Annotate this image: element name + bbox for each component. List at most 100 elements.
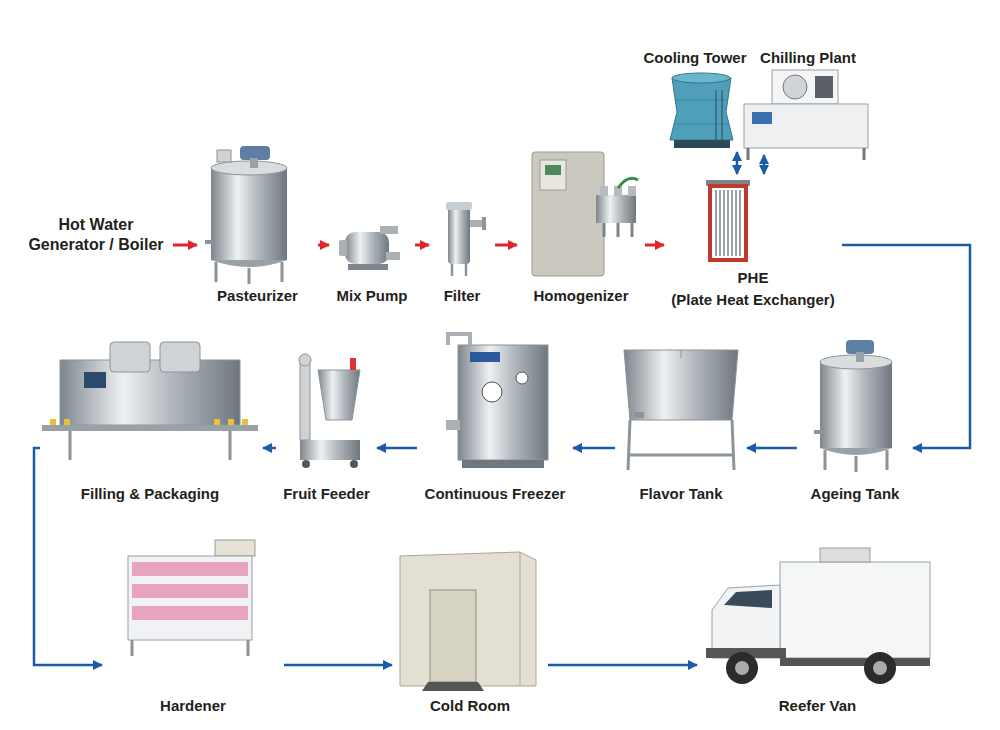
plate-heat-exchanger-drawing bbox=[710, 186, 746, 260]
pasteurizer-drawing bbox=[240, 146, 270, 160]
flow-arrow bbox=[645, 244, 664, 247]
continuous-freezer-drawing bbox=[482, 382, 502, 402]
pasteurizer-drawing bbox=[205, 240, 213, 244]
hardener-drawing bbox=[132, 584, 248, 598]
filling-machine-drawing bbox=[160, 342, 200, 372]
continuous-freezer-drawing bbox=[458, 345, 548, 460]
equipment-node: PHE(Plate Heat Exchanger) bbox=[667, 176, 839, 312]
equipment-node: Reefer Van bbox=[700, 540, 935, 718]
filter-drawing bbox=[452, 264, 466, 276]
mix-pump-drawing bbox=[345, 232, 389, 264]
homogenizer-drawing bbox=[532, 152, 604, 276]
fruit-feeder-drawing bbox=[300, 362, 310, 440]
reefer-van-drawing bbox=[735, 661, 749, 675]
flow-arrow bbox=[736, 152, 739, 174]
fruit-feeder-drawing bbox=[350, 358, 356, 370]
cooling-tower-drawing bbox=[672, 73, 730, 83]
reefer-van-drawing bbox=[820, 548, 870, 562]
cooling-tower-drawing bbox=[670, 73, 733, 148]
equipment-label: Flavor Tank bbox=[639, 485, 722, 503]
filling-machine-drawing bbox=[84, 372, 106, 388]
chilling-plant-drawing bbox=[744, 70, 868, 160]
ageing-tank-drawing bbox=[846, 340, 874, 354]
equipment-label: Reefer Van bbox=[779, 697, 857, 715]
equipment-node: Ageing Tank bbox=[800, 335, 910, 506]
flow-arrow bbox=[263, 447, 276, 450]
flow-arrow bbox=[842, 245, 970, 448]
fruit-feeder-drawing bbox=[318, 370, 360, 420]
reefer-van-drawing bbox=[726, 652, 758, 684]
filling-machine-drawing bbox=[42, 342, 258, 460]
cooling-tower-drawing bbox=[670, 78, 733, 140]
ageing-tank-drawing bbox=[814, 430, 822, 434]
chilling-plant-drawing bbox=[752, 112, 772, 124]
flow-arrow bbox=[573, 447, 615, 450]
cooling-tower-drawing bbox=[674, 140, 730, 148]
reefer-van-drawing bbox=[712, 585, 780, 658]
equipment-label: Chilling Plant bbox=[760, 49, 856, 67]
reefer-van-drawing bbox=[780, 658, 930, 666]
fruit-feeder-drawing bbox=[300, 440, 360, 460]
cold-room-drawing bbox=[400, 552, 536, 686]
equipment-node: Cooling Tower bbox=[639, 46, 751, 150]
hardener-drawing bbox=[132, 606, 248, 620]
mix-pump-drawing bbox=[380, 226, 398, 234]
ageing-tank-drawing bbox=[814, 340, 892, 472]
homogenizer-drawing bbox=[628, 186, 636, 196]
reefer-van-drawing bbox=[873, 661, 887, 675]
filling-machine-drawing bbox=[70, 431, 230, 460]
equipment-node: Cold Room bbox=[395, 545, 545, 718]
mix-pump-drawing bbox=[348, 264, 388, 270]
hardener-drawing bbox=[215, 540, 255, 556]
pasteurizer-drawing bbox=[211, 161, 287, 175]
flow-arrow bbox=[34, 448, 102, 665]
filter-drawing bbox=[446, 202, 472, 210]
equipment-label: Fruit Feeder bbox=[283, 485, 370, 503]
flow-arrow bbox=[284, 664, 392, 667]
chilling-plant-drawing bbox=[772, 70, 838, 104]
pasteurizer-drawing bbox=[217, 150, 231, 162]
equipment-label: Homogenizer bbox=[533, 287, 628, 305]
pasteurizer-drawing bbox=[211, 260, 287, 267]
equipment-node: Homogenizer bbox=[520, 135, 642, 308]
flavor-tank-drawing bbox=[624, 350, 738, 470]
homogenizer-drawing bbox=[604, 223, 632, 237]
equipment-label: Ageing Tank bbox=[811, 485, 900, 503]
cold-room-drawing bbox=[422, 682, 484, 691]
fruit-feeder-drawing bbox=[302, 460, 310, 468]
hardener-drawing bbox=[132, 640, 248, 656]
homogenizer-drawing bbox=[545, 165, 561, 175]
reefer-van-drawing bbox=[864, 652, 896, 684]
equipment-node: Filling & Packaging bbox=[40, 335, 260, 506]
fruit-feeder-drawing bbox=[299, 354, 311, 366]
equipment-node: Flavor Tank bbox=[618, 335, 744, 506]
filter-drawing bbox=[446, 202, 486, 276]
equipment-node: Pasteurizer bbox=[200, 135, 315, 308]
flavor-tank-drawing bbox=[624, 350, 738, 420]
equipment-node: Filter bbox=[432, 195, 492, 308]
mix-pump-drawing bbox=[386, 252, 400, 260]
ageing-tank-drawing bbox=[820, 448, 892, 455]
pasteurizer-drawing bbox=[211, 168, 287, 260]
homogenizer-drawing bbox=[532, 152, 638, 276]
pasteurizer-drawing bbox=[205, 146, 287, 284]
equipment-label: Filling & Packaging bbox=[81, 485, 219, 503]
continuous-freezer-drawing bbox=[470, 352, 500, 362]
equipment-node: Fruit Feeder bbox=[279, 350, 374, 506]
chilling-plant-drawing bbox=[748, 148, 864, 160]
ageing-tank-drawing bbox=[825, 450, 887, 472]
cooling-tower-drawing bbox=[675, 100, 729, 124]
pasteurizer-drawing bbox=[250, 158, 258, 168]
cooling-tower-drawing bbox=[716, 90, 722, 140]
ageing-tank-drawing bbox=[820, 362, 892, 448]
continuous-freezer-drawing bbox=[446, 420, 460, 430]
fruit-feeder-drawing bbox=[350, 460, 358, 468]
homogenizer-drawing bbox=[540, 160, 566, 190]
flow-arrow bbox=[763, 155, 766, 174]
filter-drawing bbox=[448, 206, 470, 264]
reefer-van-drawing bbox=[724, 590, 772, 608]
equipment-label: Cooling Tower bbox=[643, 49, 746, 67]
equipment-label: (Plate Heat Exchanger) bbox=[671, 291, 834, 309]
hardener-drawing bbox=[128, 540, 255, 656]
